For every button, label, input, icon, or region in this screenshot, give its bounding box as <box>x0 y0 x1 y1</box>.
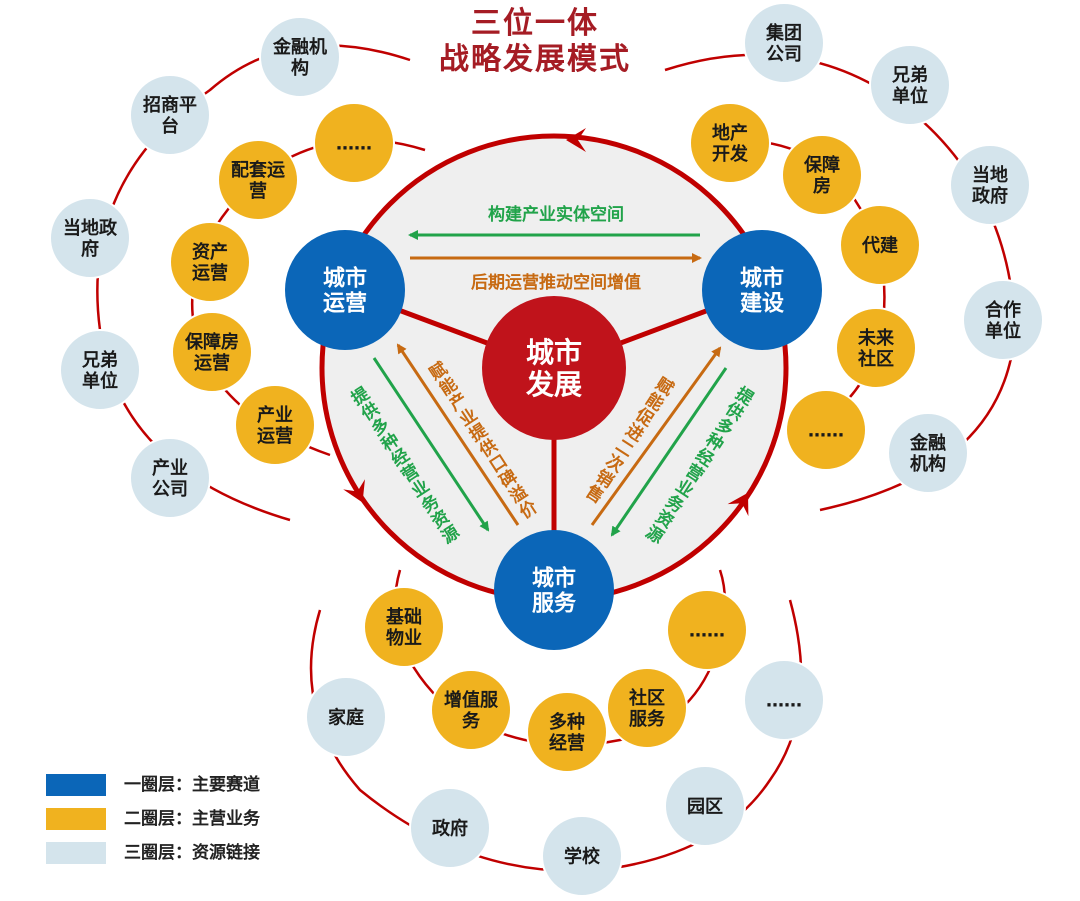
ring3-circle <box>259 16 341 98</box>
flow-arrow-left-green <box>372 357 490 532</box>
ring2-circle <box>606 667 688 749</box>
core-label: 城市服务 <box>532 565 577 616</box>
ring3-label: 学校 <box>564 845 601 867</box>
ring3-label: 兄弟单位 <box>891 64 928 107</box>
ring3-circle <box>129 74 211 156</box>
core-circle <box>285 230 405 350</box>
ring3-circle <box>962 279 1044 361</box>
ring2-label: …… <box>689 620 725 641</box>
ring2-circle <box>234 384 316 466</box>
ring3-label: 产业公司 <box>152 457 188 500</box>
flow-label-top-orange: 后期运营推动空间增值 <box>471 272 641 293</box>
center-label: 城市发展 <box>525 336 582 401</box>
title-line-2: 战略发展模式 <box>439 42 631 77</box>
ring2-label: 未来社区 <box>858 328 895 370</box>
legend-swatch-pale <box>46 842 106 864</box>
diagram-title: 三位一体 战略发展模式 <box>370 6 700 78</box>
ring2-label: 配套运营 <box>231 159 285 202</box>
ring3-circle <box>743 659 825 741</box>
ring3-circle <box>541 815 623 897</box>
ring3-label: 招商平台 <box>143 94 197 137</box>
ring2-label: …… <box>336 133 372 154</box>
ring3-circle <box>129 437 211 519</box>
ring2-label: 地产开发 <box>712 122 749 165</box>
flow-arrow-right-orange <box>590 346 722 526</box>
ring2-circle <box>689 102 771 184</box>
flow-arrow-left-orange <box>396 343 520 526</box>
ring3-circle <box>305 676 387 758</box>
ring2-circle <box>839 204 921 286</box>
ring2-label: 保障房运营 <box>184 331 239 374</box>
ring3-label: 金融机构 <box>909 432 946 475</box>
chevron-icon <box>566 128 586 152</box>
title-line-1: 三位一体 <box>471 6 599 41</box>
chevron-icon <box>727 492 749 517</box>
ring2-circle <box>313 102 395 184</box>
ring2-circle <box>785 389 867 471</box>
ring3-label: 园区 <box>687 796 723 817</box>
legend-label: 二圈层：主营业务 <box>124 809 260 829</box>
ring3-circle <box>409 787 491 869</box>
ring2-label: 代建 <box>861 234 898 256</box>
chevron-icon <box>343 479 365 503</box>
ring2-label: 保障房 <box>803 154 840 197</box>
ring3-label: 合作单位 <box>985 299 1021 342</box>
ring2-label: …… <box>808 420 844 441</box>
ring2-circle <box>217 139 299 221</box>
ring2-label: 多种经营 <box>549 711 585 754</box>
ring3-circle <box>887 412 969 494</box>
flow-label-top-green: 构建产业实体空间 <box>488 204 624 225</box>
core-circle <box>494 530 614 650</box>
ring3-circle <box>59 329 141 411</box>
legend-swatch-gold <box>46 808 106 830</box>
ring3-label: 政府 <box>432 817 468 839</box>
ring2-circle <box>430 669 512 751</box>
ring2-label: 产业运营 <box>257 404 293 447</box>
ring3-label: 金融机构 <box>272 36 327 79</box>
ring3-circle <box>664 765 746 847</box>
ring3-label: …… <box>766 690 802 711</box>
legend-label: 一圈层：主要赛道 <box>124 775 260 795</box>
ring2-circle <box>363 586 445 668</box>
ring2-circle <box>666 589 748 671</box>
ring3-label: 兄弟单位 <box>81 349 118 392</box>
flow-arrow-right-green <box>610 367 728 537</box>
ring3-circle <box>949 144 1031 226</box>
ring3-circle <box>869 44 951 126</box>
ring3-circle <box>743 2 825 84</box>
ring3-label: 当地政府 <box>63 217 118 260</box>
ring2-circle <box>781 134 863 216</box>
ring2-circle <box>835 307 917 389</box>
center-circle <box>482 296 626 440</box>
ring3-label: 家庭 <box>328 706 364 728</box>
ring3-label: 集团公司 <box>765 22 802 65</box>
legend-label: 三圈层：资源链接 <box>124 843 260 863</box>
ring2-label: 基础物业 <box>385 606 422 649</box>
ring2-circle <box>171 311 253 393</box>
ring2-label: 增值服务 <box>444 689 499 732</box>
legend-swatch-blue <box>46 774 106 796</box>
ring2-circle <box>169 221 251 303</box>
ring2-circle <box>526 691 608 773</box>
core-label: 城市建设 <box>740 265 784 316</box>
core-label: 城市运营 <box>323 265 367 316</box>
ring3-label: 当地政府 <box>972 164 1008 207</box>
core-circle <box>702 230 822 350</box>
ring3-circle <box>49 197 131 279</box>
ring2-label: 社区服务 <box>629 687 666 730</box>
ring2-label: 资产运营 <box>192 241 228 284</box>
